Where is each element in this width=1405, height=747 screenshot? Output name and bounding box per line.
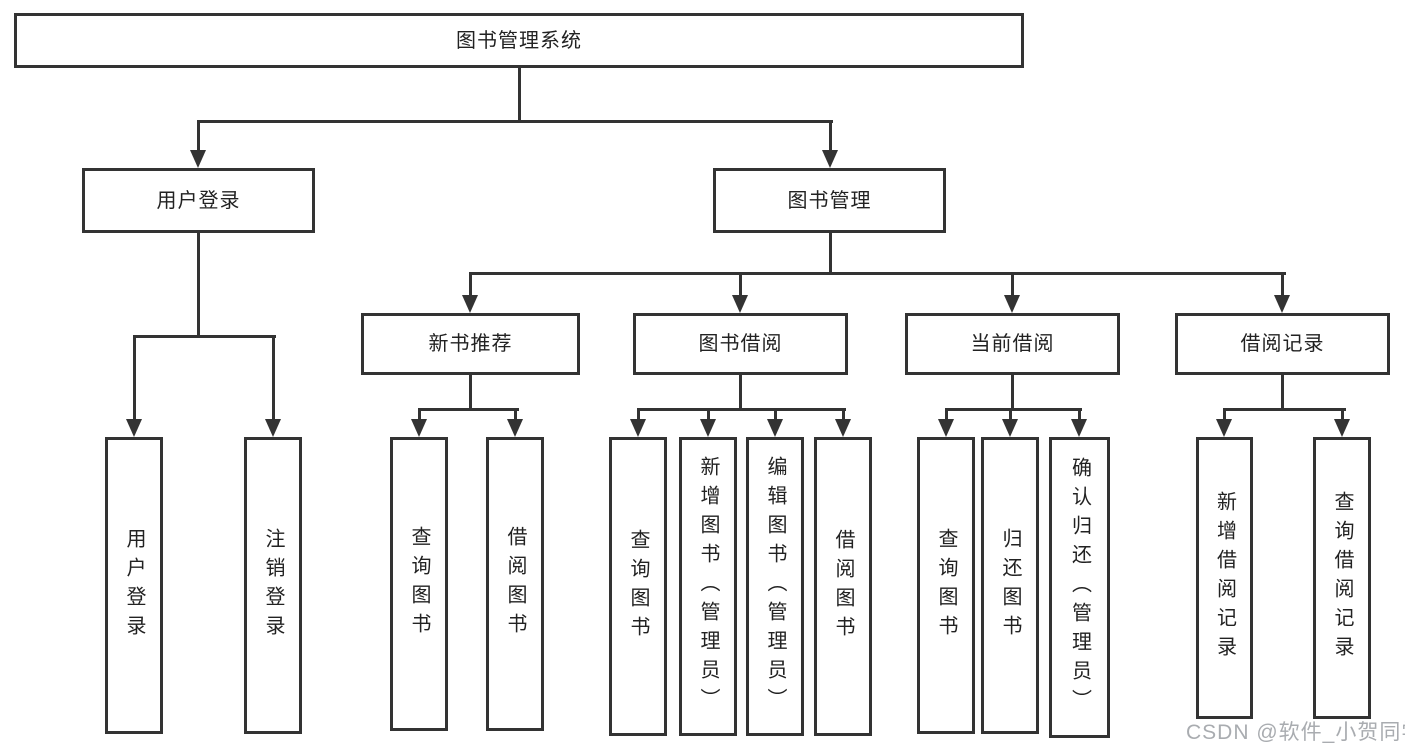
node-library-management-system: 图书管理系统 xyxy=(14,13,1024,68)
arrowhead-book-borrowing xyxy=(732,295,748,313)
leaf-query-borrow-record: 查询借阅记录 xyxy=(1313,437,1371,719)
edge-drop-br-add xyxy=(1223,408,1226,421)
leaf-query-borrow-record-label: 查询借阅记录 xyxy=(1331,491,1353,665)
edge-drop-leaf-user-login xyxy=(133,335,136,421)
leaf-current-query-books: 查询图书 xyxy=(917,437,975,734)
arrowhead-cb-return xyxy=(1002,419,1018,437)
edge-root-stem xyxy=(518,66,521,122)
leaf-logout-label: 注销登录 xyxy=(262,527,284,644)
edge-drop-cb-confirm xyxy=(1078,408,1081,421)
leaf-add-book-admin: 新增图书（管理员） xyxy=(679,437,737,736)
edge-current-borrowing-rail xyxy=(945,408,1082,411)
leaf-borrowing-query-books: 查询图书 xyxy=(609,437,667,736)
edge-drop-bb-add xyxy=(707,408,710,421)
arrowhead-br-add xyxy=(1216,419,1232,437)
edge-drop-bb-edit xyxy=(774,408,777,421)
leaf-user-login-label: 用户登录 xyxy=(123,527,145,644)
node-current-borrowing: 当前借阅 xyxy=(905,313,1120,375)
arrowhead-cb-query xyxy=(938,419,954,437)
leaf-borrowing-query-books-label: 查询图书 xyxy=(627,528,649,645)
arrowhead-nb-borrow xyxy=(507,419,523,437)
edge-drop-cb-query xyxy=(945,408,948,421)
leaf-add-borrow-record-label: 新增借阅记录 xyxy=(1213,491,1236,665)
node-user-login: 用户登录 xyxy=(82,168,315,233)
leaf-add-book-admin-label: 新增图书（管理员） xyxy=(697,456,719,717)
node-book-management: 图书管理 xyxy=(713,168,946,233)
edge-book-management-rail xyxy=(469,272,1286,275)
edge-book-borrowing-stem xyxy=(739,373,742,411)
edge-current-borrowing-stem xyxy=(1011,373,1014,411)
arrowhead-bb-add xyxy=(700,419,716,437)
edge-drop-book-borrowing xyxy=(739,272,742,298)
arrowhead-cb-confirm xyxy=(1071,419,1087,437)
edge-borrowing-records-stem xyxy=(1281,373,1284,411)
edge-drop-br-query xyxy=(1341,408,1344,421)
leaf-logout: 注销登录 xyxy=(244,437,302,734)
edge-drop-new-book-recommend xyxy=(469,272,472,298)
edge-drop-current-borrowing xyxy=(1011,272,1014,298)
edge-drop-bb-borrow xyxy=(842,408,845,421)
edge-drop-nb-borrow xyxy=(514,408,517,421)
leaf-newrec-query-books: 查询图书 xyxy=(390,437,448,731)
leaf-confirm-return-admin-label: 确认归还（管理员） xyxy=(1068,457,1091,718)
leaf-add-borrow-record: 新增借阅记录 xyxy=(1196,437,1253,719)
arrowhead-leaf-logout xyxy=(265,419,281,437)
edge-drop-borrowing-records xyxy=(1281,272,1284,298)
edge-book-borrowing-rail xyxy=(637,408,846,411)
leaf-newrec-borrow-books: 借阅图书 xyxy=(486,437,544,731)
arrowhead-br-query xyxy=(1334,419,1350,437)
edge-user-login-rail xyxy=(133,335,276,338)
edge-drop-user-login xyxy=(197,120,200,153)
arrowhead-current-borrowing xyxy=(1004,295,1020,313)
edge-drop-cb-return xyxy=(1009,408,1012,421)
leaf-edit-book-admin-label: 编辑图书（管理员） xyxy=(764,456,786,717)
leaf-newrec-query-books-label: 查询图书 xyxy=(408,526,430,642)
arrowhead-nb-query xyxy=(411,419,427,437)
leaf-return-books: 归还图书 xyxy=(981,437,1039,734)
leaf-edit-book-admin: 编辑图书（管理员） xyxy=(746,437,804,736)
leaf-borrowing-borrow-books-label: 借阅图书 xyxy=(832,528,854,645)
edge-drop-nb-query xyxy=(418,408,421,421)
leaf-newrec-borrow-books-label: 借阅图书 xyxy=(504,526,526,642)
node-borrowing-records: 借阅记录 xyxy=(1175,313,1390,375)
leaf-borrowing-borrow-books: 借阅图书 xyxy=(814,437,872,736)
arrowhead-user-login xyxy=(190,150,206,168)
leaf-user-login: 用户登录 xyxy=(105,437,163,734)
arrowhead-leaf-user-login xyxy=(126,419,142,437)
edge-borrowing-records-rail xyxy=(1223,408,1346,411)
arrowhead-bb-borrow xyxy=(835,419,851,437)
edge-drop-bb-query xyxy=(637,408,640,421)
leaf-current-query-books-label: 查询图书 xyxy=(935,527,957,644)
edge-user-login-stem xyxy=(197,231,200,337)
node-book-borrowing: 图书借阅 xyxy=(633,313,848,375)
edge-drop-leaf-logout xyxy=(272,335,275,421)
arrowhead-bb-query xyxy=(630,419,646,437)
edge-root-rail xyxy=(197,120,833,123)
leaf-confirm-return-admin: 确认归还（管理员） xyxy=(1049,437,1110,738)
arrowhead-book-management xyxy=(822,150,838,168)
arrowhead-borrowing-records xyxy=(1274,295,1290,313)
edge-new-book-recommend-rail xyxy=(418,408,519,411)
node-new-book-recommend: 新书推荐 xyxy=(361,313,580,375)
edge-book-management-stem xyxy=(829,231,832,275)
csdn-watermark: CSDN @软件_小贺同学 xyxy=(1186,721,1405,744)
arrowhead-bb-edit xyxy=(767,419,783,437)
arrowhead-new-book-recommend xyxy=(462,295,478,313)
leaf-return-books-label: 归还图书 xyxy=(999,527,1021,644)
edge-new-book-recommend-stem xyxy=(469,373,472,411)
edge-drop-book-management xyxy=(829,120,832,153)
